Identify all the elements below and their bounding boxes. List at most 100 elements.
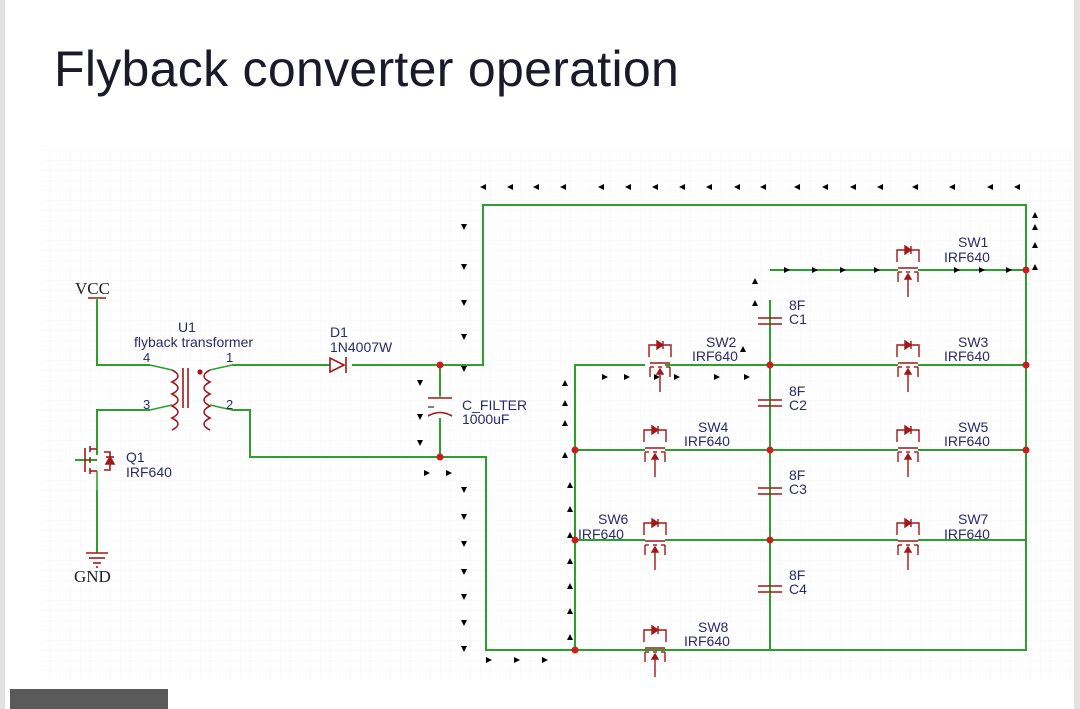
junction-dot	[1022, 446, 1030, 454]
sw6-symbol	[643, 517, 667, 570]
sw2-symbol	[648, 339, 672, 392]
junction-dots	[436, 266, 1030, 654]
flow-arrow	[417, 440, 423, 446]
flow-arrow	[602, 374, 608, 380]
switch-symbols	[643, 244, 920, 677]
transformer-pin-2: 2	[226, 397, 233, 412]
flow-arrow	[461, 594, 467, 600]
junction-dot	[1022, 361, 1030, 369]
flow-arrow	[714, 374, 720, 380]
junction-dot	[766, 536, 774, 544]
flow-arrow	[949, 184, 955, 190]
sw4-value: IRF640	[684, 433, 730, 449]
junction-dot	[766, 446, 774, 454]
c2-value: 8F	[789, 383, 805, 399]
flow-arrow	[1032, 224, 1038, 230]
cap-c2-symbol	[758, 399, 782, 407]
flow-arrow	[674, 374, 680, 380]
sw7-value: IRF640	[944, 526, 990, 542]
flow-arrow	[461, 646, 467, 652]
flow-arrow	[624, 374, 630, 380]
sw8-value: IRF640	[684, 633, 730, 649]
flow-arrow	[461, 541, 467, 547]
gnd-symbol	[86, 552, 108, 568]
flow-arrow	[461, 620, 467, 626]
current-flow-arrows	[417, 184, 1038, 663]
footer-bar	[10, 689, 168, 709]
flow-arrow	[567, 608, 573, 614]
labels: VCC GND U1 flyback transformer 4 1 3 2 D…	[74, 234, 990, 649]
flow-arrow	[912, 184, 918, 190]
flow-arrow	[424, 470, 430, 476]
flow-arrow	[533, 184, 539, 190]
flow-arrow	[652, 184, 658, 190]
flow-arrow	[567, 634, 573, 640]
cap-c1-symbol	[758, 317, 782, 325]
sw1-value: IRF640	[944, 249, 990, 265]
slide-left-edge	[0, 0, 5, 709]
flow-arrow	[567, 482, 573, 488]
flow-arrow	[812, 267, 818, 273]
sw3-value: IRF640	[944, 348, 990, 364]
filter-cap-ref: C_FILTER	[462, 397, 527, 413]
flow-arrow	[461, 300, 467, 306]
slide-right-edge	[1074, 0, 1080, 709]
c3-ref: C3	[789, 481, 807, 497]
flow-arrow	[840, 267, 846, 273]
sw5-ref: SW5	[958, 419, 989, 435]
flow-arrow	[514, 657, 520, 663]
components	[84, 297, 782, 593]
flow-arrow	[461, 224, 467, 230]
sw4-symbol	[643, 424, 667, 477]
flow-arrow	[987, 184, 993, 190]
q1-mosfet-symbol	[84, 440, 116, 490]
vcc-label: VCC	[75, 279, 110, 298]
q1-value: IRF640	[126, 464, 172, 480]
sw1-symbol	[896, 244, 920, 297]
junction-dot	[766, 361, 774, 369]
flow-arrow	[679, 184, 685, 190]
junction-dot	[436, 361, 444, 369]
flow-arrow	[562, 420, 568, 426]
filter-cap-value: 1000uF	[462, 411, 509, 427]
junction-dot	[571, 446, 579, 454]
junction-dot	[1022, 266, 1030, 274]
flow-arrow	[744, 374, 750, 380]
flow-arrow	[598, 184, 604, 190]
flow-arrow	[446, 470, 452, 476]
transformer-ref: U1	[178, 319, 196, 335]
flow-arrow	[794, 184, 800, 190]
flow-arrow	[417, 380, 423, 386]
flow-arrow	[480, 184, 486, 190]
sw1-ref: SW1	[958, 234, 989, 250]
transformer-name: flyback transformer	[134, 334, 253, 350]
sw8-ref: SW8	[698, 619, 729, 635]
flow-arrow	[560, 184, 566, 190]
wires	[75, 204, 1027, 651]
transformer-pin-4: 4	[143, 350, 150, 365]
flow-arrow	[1006, 267, 1012, 273]
transformer-pin-1: 1	[226, 350, 233, 365]
sw8-symbol	[643, 624, 667, 677]
flow-arrow	[567, 558, 573, 564]
flow-arrow	[874, 267, 880, 273]
flow-arrow	[507, 184, 513, 190]
c3-value: 8F	[789, 467, 805, 483]
cap-c4-symbol	[758, 585, 782, 593]
sw3-symbol	[896, 339, 920, 392]
flow-arrow	[567, 506, 573, 512]
transformer-pin-3: 3	[143, 397, 150, 412]
flow-arrow	[954, 267, 960, 273]
flow-arrow	[461, 264, 467, 270]
filter-capacitor-symbol	[427, 395, 453, 417]
diode-symbol	[329, 356, 347, 374]
flow-arrow	[486, 657, 492, 663]
flow-arrow	[752, 278, 758, 284]
c4-ref: C4	[789, 581, 807, 597]
flow-arrow	[417, 414, 423, 420]
vcc-symbol	[88, 297, 106, 310]
junction-dot	[571, 536, 579, 544]
flow-arrow	[542, 657, 548, 663]
